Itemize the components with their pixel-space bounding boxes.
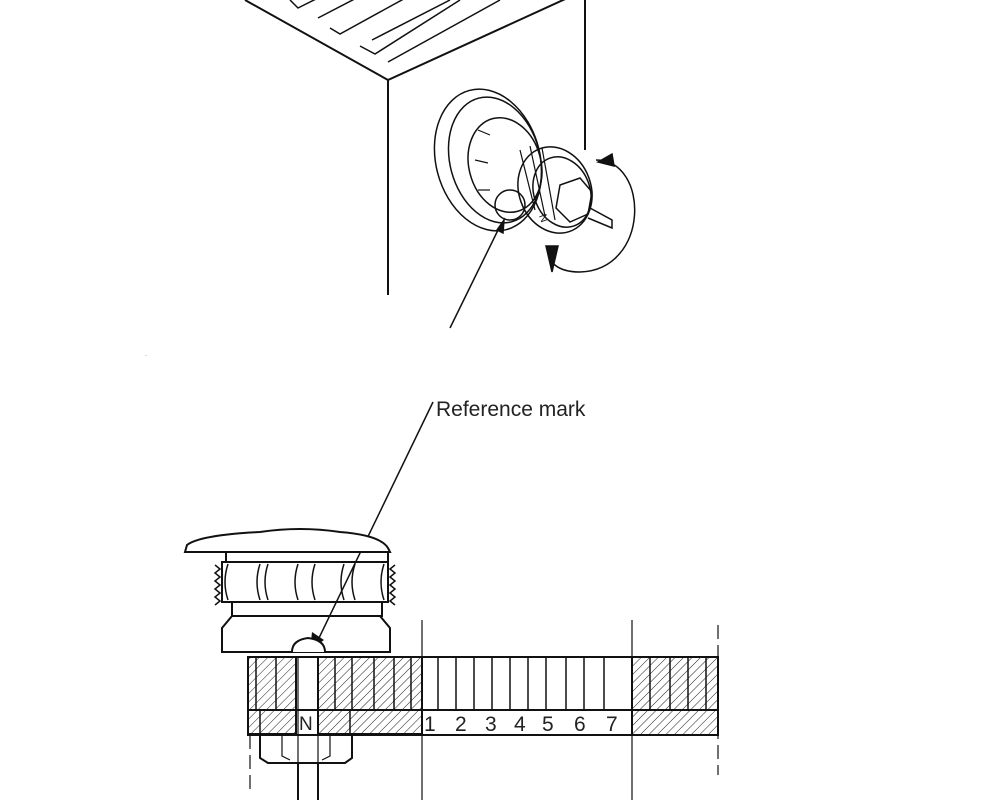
radiator-illustration — [244, 0, 586, 295]
stray-mark: · — [145, 353, 147, 359]
knob-n-label: N — [536, 213, 550, 225]
scale-number-4: 4 — [514, 713, 526, 736]
reference-leader-line — [449, 225, 501, 329]
scale-number-5: 5 — [542, 713, 554, 736]
scale-number-1: 1 — [424, 713, 436, 736]
scale-number-7: 7 — [606, 713, 618, 736]
reference-mark-label: Reference mark — [436, 398, 586, 421]
scale-numbers: 1 2 3 4 5 6 7 — [424, 713, 618, 736]
rotation-arrow-icon — [545, 245, 559, 273]
radiator-slats — [289, 0, 501, 63]
scale-number-6: 6 — [574, 713, 586, 736]
scale-setting-n: N — [299, 714, 313, 735]
valve-section — [183, 528, 719, 800]
scale-number-2: 2 — [455, 713, 467, 736]
reference-label: Reference mark — [310, 398, 586, 650]
rotation-arrow-icon — [596, 152, 615, 168]
scale-number-3: 3 — [485, 713, 497, 736]
valve-knob-illustration — [433, 88, 636, 329]
